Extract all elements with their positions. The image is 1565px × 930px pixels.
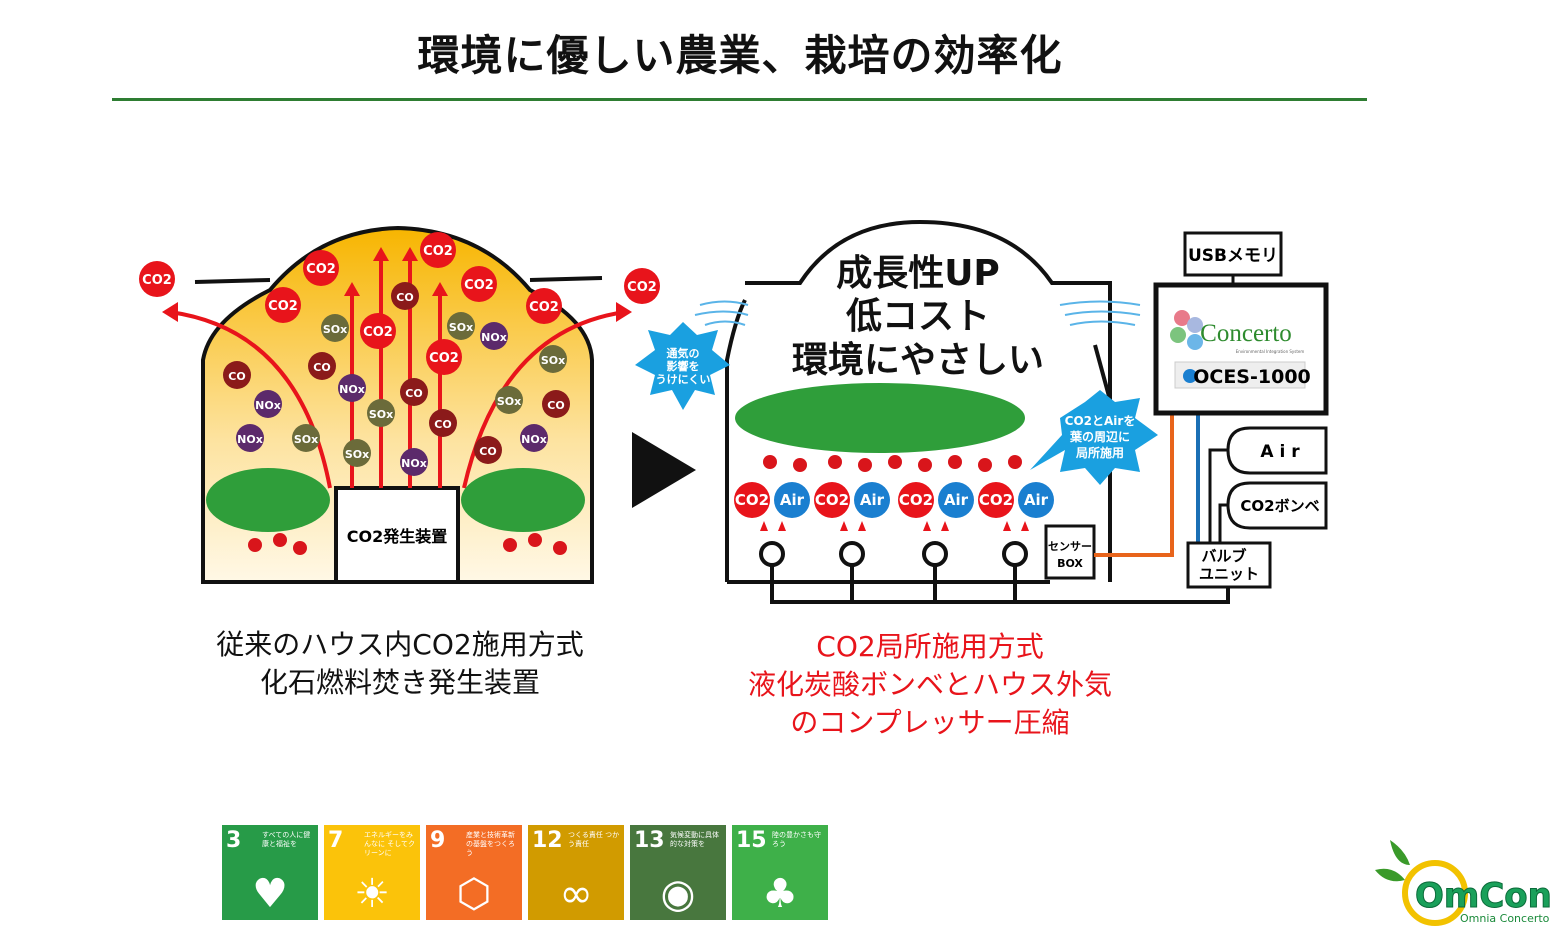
svg-text:CO2: CO2 <box>735 491 769 509</box>
model-label: OCES-1000 <box>1193 366 1311 388</box>
svg-text:CO: CO <box>434 418 451 431</box>
svg-text:CO2: CO2 <box>268 299 298 314</box>
caption-conventional: 従来のハウス内CO2施用方式 化石燃料焚き発生装置 <box>216 628 584 699</box>
svg-text:OmCon: OmCon <box>1415 876 1552 916</box>
controller-unit <box>1153 282 1329 416</box>
svg-text:SOx: SOx <box>369 408 393 421</box>
air-source <box>1226 426 1328 475</box>
cubes-icon: ⬡ <box>456 871 492 917</box>
caption-local-application: CO2局所施用方式 液化炭酸ボンベとハウス外気 のコンプレッサー圧縮 <box>747 630 1112 739</box>
svg-text:CO2: CO2 <box>464 278 494 293</box>
co2-cylinder <box>1226 481 1328 530</box>
svg-text:SOx: SOx <box>541 354 565 367</box>
svg-text:NOx: NOx <box>255 399 281 412</box>
svg-text:CO2: CO2 <box>899 491 933 509</box>
svg-text:USBメモリ: USBメモリ <box>1188 246 1278 266</box>
svg-text:CO2: CO2 <box>429 351 459 366</box>
sensor-box <box>1044 524 1096 580</box>
svg-text:CO: CO <box>547 399 564 412</box>
infinity-icon: ∞ <box>559 871 593 917</box>
omcon-logo: OmCon Omnia Concerto <box>1375 840 1552 926</box>
valve-unit <box>1186 541 1272 589</box>
nozzle-outputs: CO2 Air CO2 Air CO2 Air CO2 Air <box>734 482 1054 518</box>
svg-text:うけにくい: うけにくい <box>656 373 711 386</box>
svg-text:A i r: A i r <box>1260 442 1300 462</box>
svg-text:通気の: 通気の <box>667 346 700 360</box>
pipes <box>759 541 1230 604</box>
svg-text:CO: CO <box>228 370 245 383</box>
svg-text:局所施用: 局所施用 <box>1076 445 1124 460</box>
arrow-right-icon <box>632 432 696 508</box>
pollutant-particles: CO NOx NOx SOx SOx CO NOx SOx SOx CO CO … <box>223 282 570 476</box>
generator-label: CO2発生装置 <box>347 527 447 546</box>
svg-text:CO2: CO2 <box>363 325 393 340</box>
svg-text:CO2: CO2 <box>529 300 559 315</box>
svg-text:Air: Air <box>1024 491 1049 509</box>
svg-text:BOX: BOX <box>1057 557 1083 570</box>
svg-text:SOx: SOx <box>345 448 369 461</box>
svg-text:CO2: CO2 <box>423 244 453 259</box>
svg-text:CO2: CO2 <box>627 280 657 295</box>
page-title: 環境に優しい農業、栽培の効率化 <box>417 31 1063 80</box>
headline-low-cost: 低コスト <box>846 296 990 337</box>
svg-text:CO: CO <box>396 291 413 304</box>
svg-text:ユニット: ユニット <box>1199 565 1259 583</box>
svg-text:CO: CO <box>405 387 422 400</box>
svg-text:SOx: SOx <box>449 321 473 334</box>
tree-icon: ♣ <box>762 871 798 917</box>
svg-text:センサー: センサー <box>1048 540 1092 553</box>
svg-text:SOx: SOx <box>497 395 521 408</box>
conventional-greenhouse: CO2発生装置 CO2 CO2 CO2 CO2 CO2 CO2 CO2 CO2 … <box>139 225 660 584</box>
strawberry-plants-left <box>206 468 585 555</box>
eye-globe-icon: ◉ <box>660 871 696 917</box>
svg-text:CO2: CO2 <box>979 491 1013 509</box>
svg-text:Concerto: Concerto <box>1200 320 1292 347</box>
svg-text:CO: CO <box>313 361 330 374</box>
headline-eco: 環境にやさしい <box>792 340 1044 381</box>
svg-text:CO2ボンベ: CO2ボンベ <box>1240 497 1319 515</box>
svg-text:NOx: NOx <box>481 331 507 344</box>
svg-text:CO2: CO2 <box>142 273 172 288</box>
svg-text:影響を: 影響を <box>667 359 700 373</box>
svg-text:CO2: CO2 <box>815 491 849 509</box>
svg-text:Air: Air <box>780 491 805 509</box>
svg-text:SOx: SOx <box>294 433 318 446</box>
svg-text:バルブ: バルブ <box>1201 547 1246 565</box>
svg-text:CO: CO <box>479 445 496 458</box>
concerto-logo: Concerto Environmental Integration Syste… <box>1170 310 1304 354</box>
co2-bubbles: CO2 CO2 CO2 CO2 CO2 CO2 CO2 CO2 CO2 <box>139 232 660 375</box>
sun-power-icon: ☀ <box>354 871 390 917</box>
svg-text:CO2: CO2 <box>306 262 336 277</box>
svg-text:Air: Air <box>944 491 969 509</box>
local-co2-greenhouse: 成長性UP 低コスト 環境にやさしい 通気の 影響を うけにくい CO2と <box>635 219 1329 604</box>
headline-growth: 成長性UP <box>836 253 1000 294</box>
svg-text:CO2とAirを: CO2とAirを <box>1065 414 1136 428</box>
svg-text:SOx: SOx <box>323 323 347 336</box>
svg-text:NOx: NOx <box>339 383 365 396</box>
svg-text:Air: Air <box>860 491 885 509</box>
burst-local-application: CO2とAirを 葉の周辺に 局所施用 <box>1030 390 1158 485</box>
svg-text:葉の周辺に: 葉の周辺に <box>1069 429 1130 444</box>
co2-generator <box>334 486 460 584</box>
svg-text:Environmental Integration Syst: Environmental Integration System <box>1236 349 1305 354</box>
svg-text:NOx: NOx <box>237 433 263 446</box>
svg-text:Omnia Concerto: Omnia Concerto <box>1460 912 1550 925</box>
svg-text:NOx: NOx <box>401 457 427 470</box>
svg-text:NOx: NOx <box>521 433 547 446</box>
strawberry-plants-right <box>735 383 1025 472</box>
wind-lines <box>694 300 1141 326</box>
title-divider <box>112 98 1367 101</box>
heartbeat-icon: ♥ <box>252 871 288 917</box>
burst-ventilation: 通気の 影響を うけにくい <box>635 322 730 410</box>
